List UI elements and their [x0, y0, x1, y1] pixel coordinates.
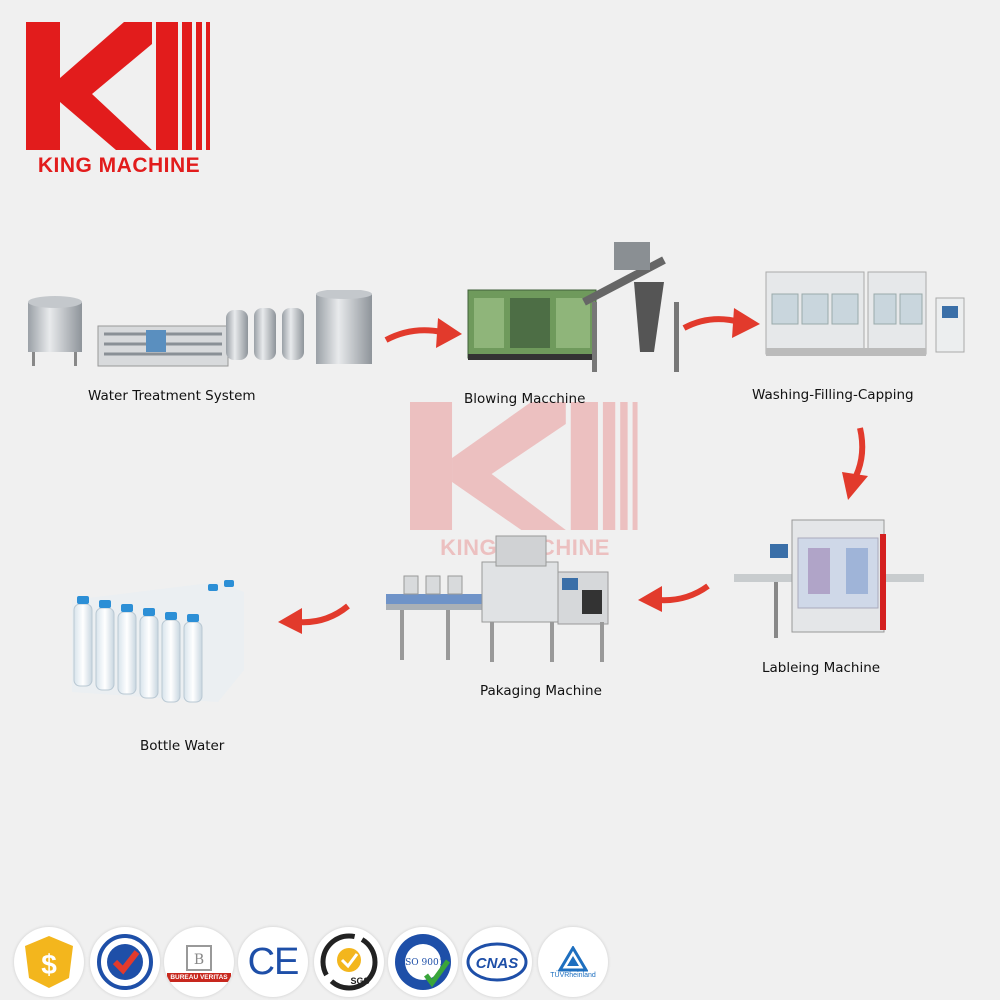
cert-label: BUREAU VERITAS — [167, 972, 231, 982]
packaging-machine-icon — [386, 535, 609, 662]
cnas-badge: CNAS — [462, 927, 532, 997]
iso-9001-badge: ISO 9001 — [388, 927, 458, 997]
flow-arrow-left-icon — [278, 603, 350, 634]
step-label-water-treatment: Water Treatment System — [88, 388, 256, 404]
cert-label: SGS — [350, 976, 369, 986]
step-label-blowing: Blowing Macchine — [464, 391, 586, 407]
cert-label: $ — [41, 949, 57, 980]
sgs-badge: SGS — [314, 927, 384, 997]
cert-label: CNAS — [476, 955, 519, 972]
tuv-rheinland-badge: TÜVRheinland — [538, 927, 608, 997]
svg-text:B: B — [194, 952, 204, 968]
step-label-packaging: Pakaging Machine — [480, 683, 602, 699]
flow-arrow-down-icon — [842, 427, 868, 500]
km-logo-mark-icon — [26, 22, 210, 150]
step-label-labeling: Lableing Machine — [762, 660, 881, 676]
check-mark-cert-badge — [90, 927, 160, 997]
cert-label: TÜVRheinland — [550, 971, 596, 979]
ce-mark-badge: CE — [238, 927, 308, 997]
step-label-filling: Washing-Filling-Capping — [752, 387, 914, 403]
sgs-seal-icon: SGS — [320, 933, 378, 991]
cnas-logo-icon: CNAS — [466, 942, 528, 982]
step-label-bottle-water: Bottle Water — [140, 738, 225, 754]
watermark-mark-icon — [410, 402, 638, 530]
alibaba-gold-supplier-badge: $ — [14, 927, 84, 997]
flow-arrow-icon — [384, 318, 462, 348]
water-treatment-machine-icon — [28, 290, 372, 367]
blowing-machine-icon — [467, 242, 679, 372]
iso-seal-icon: ISO 9001 — [395, 934, 451, 990]
flow-arrow-icon — [682, 308, 760, 338]
cert-label: ISO 9001 — [402, 958, 445, 968]
king-machine-logo: KING MACHINE — [26, 22, 212, 177]
bureau-veritas-emblem-icon: B — [186, 944, 212, 971]
filling-machine-icon — [765, 271, 965, 356]
brand-name: KING MACHINE — [37, 154, 201, 177]
bureau-veritas-badge: B BUREAU VERITAS — [164, 927, 234, 997]
tuv-triangle-icon — [558, 945, 588, 971]
checkmark-seal-icon — [97, 934, 153, 990]
cert-label: CE — [247, 940, 300, 983]
gold-shield-icon: $ — [25, 936, 73, 988]
flow-arrow-left-icon — [638, 583, 710, 612]
labeling-machine-icon — [734, 519, 924, 638]
bottle-pack-icon — [72, 580, 244, 703]
